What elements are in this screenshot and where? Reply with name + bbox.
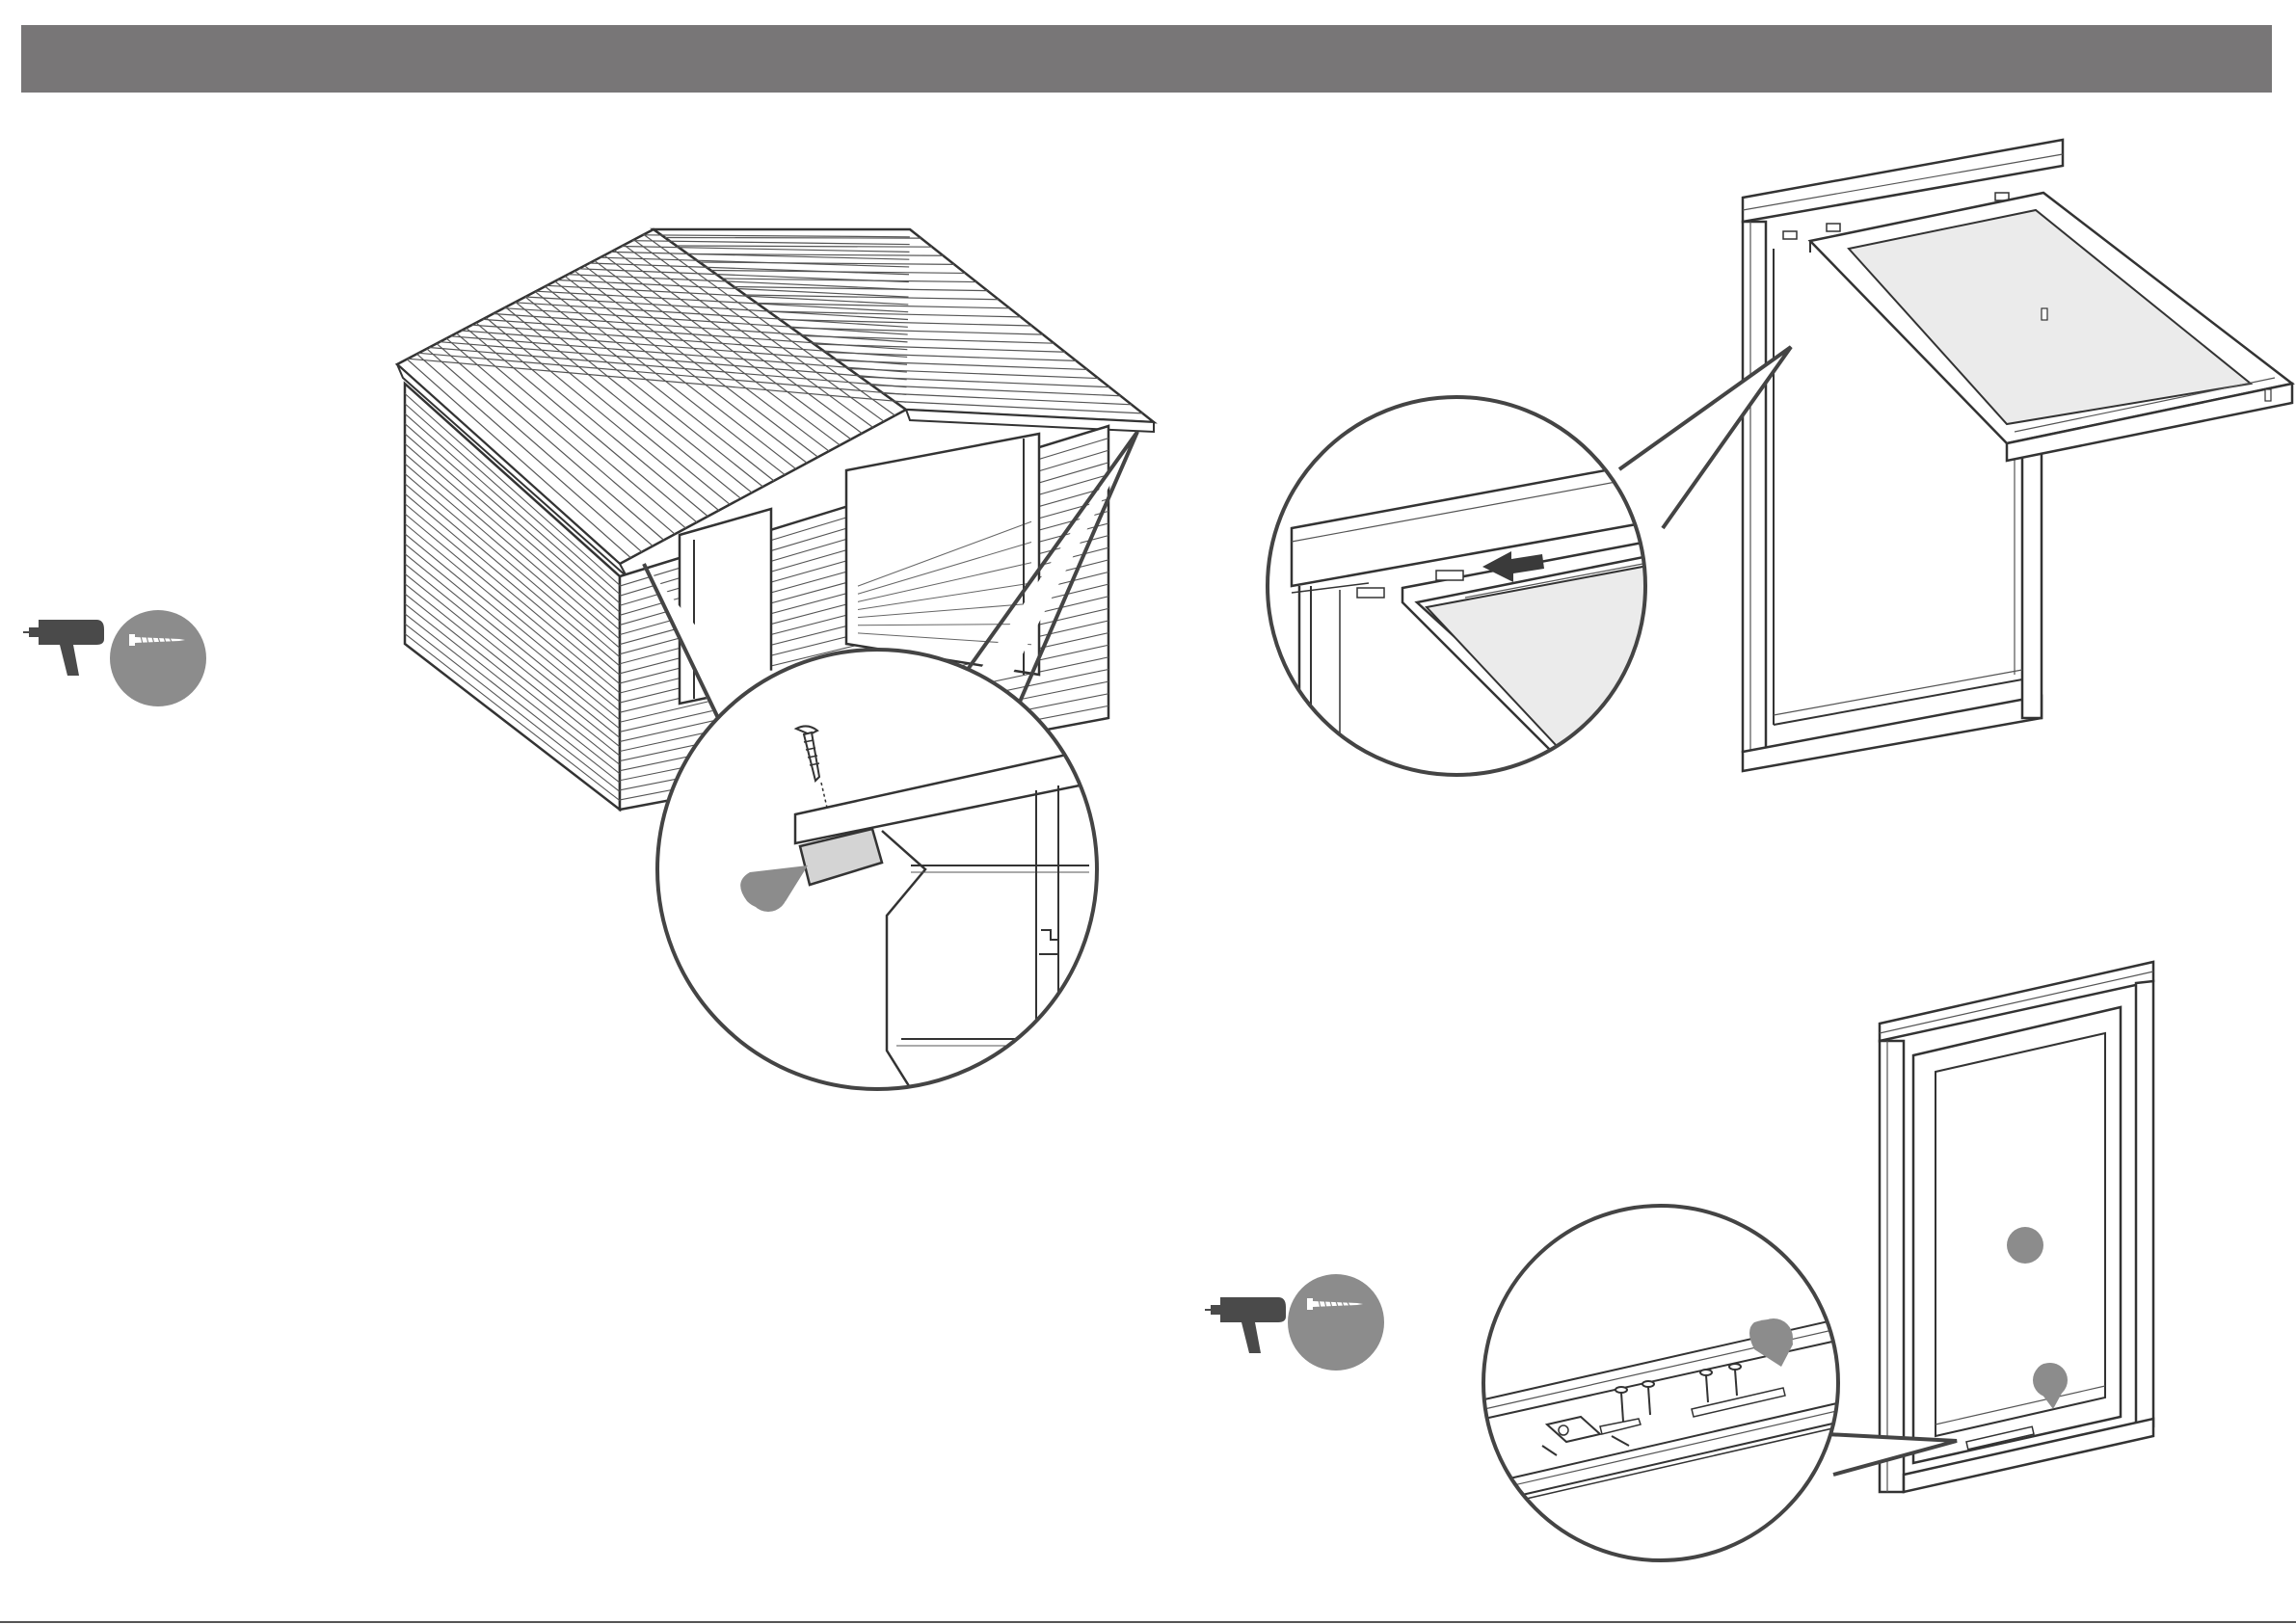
screw-badge bbox=[1288, 1274, 1384, 1371]
closed-window bbox=[1880, 962, 2153, 1492]
power-drill-icon bbox=[1205, 1297, 1286, 1353]
part-badge bbox=[2007, 1227, 2043, 1264]
latch-detail-callout bbox=[1483, 1206, 1841, 1560]
window-sash bbox=[1810, 193, 2292, 461]
step-window-latch-fix bbox=[1205, 962, 2153, 1560]
bottom-rule bbox=[0, 1621, 2296, 1623]
shed-detail-callout bbox=[657, 650, 1097, 1089]
step-window-hinge-insert bbox=[1268, 140, 2292, 790]
roof-plank bbox=[665, 238, 921, 239]
screw-badge bbox=[110, 610, 206, 706]
hinge-detail-callout bbox=[1268, 397, 1658, 790]
step-shed-corner-screw bbox=[23, 229, 1154, 1089]
power-drill-icon bbox=[23, 620, 104, 676]
